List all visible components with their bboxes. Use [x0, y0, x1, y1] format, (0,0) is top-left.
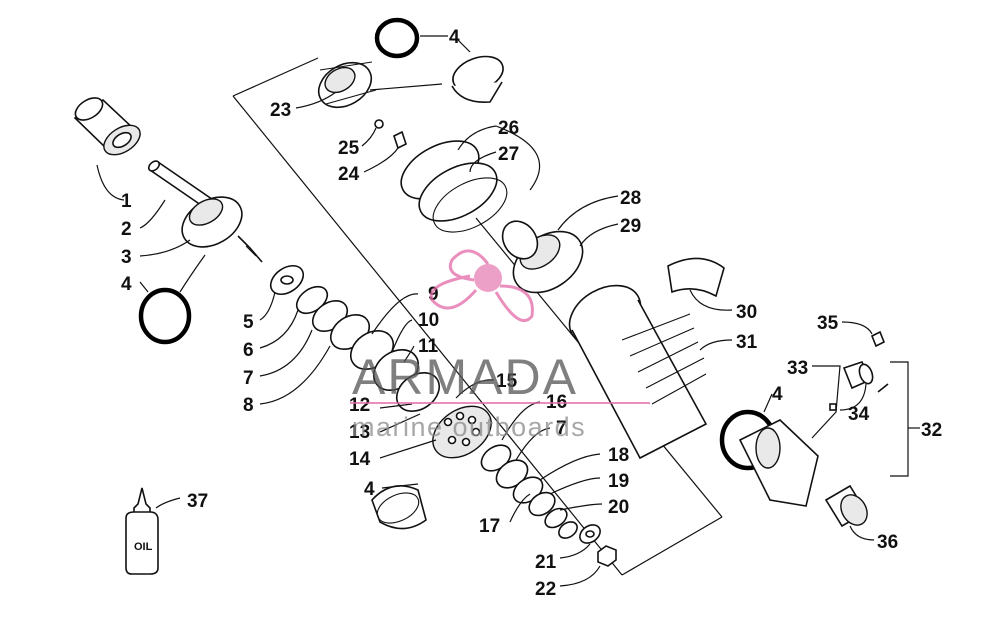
- part-reservoir-body: [568, 284, 708, 460]
- part-piston: [432, 405, 492, 459]
- callout-31: 31: [736, 332, 758, 353]
- part-reservoir-cap: [317, 61, 377, 109]
- part-bushing-top: [73, 97, 141, 156]
- callout-29: 29: [620, 216, 641, 237]
- callout-20: 20: [608, 497, 629, 518]
- callout-4b: 4: [449, 27, 460, 48]
- part-oring-left: [138, 287, 192, 345]
- callout-34: 34: [848, 404, 870, 425]
- callout-15: 15: [496, 371, 518, 392]
- part-valve-assembly: [829, 330, 889, 411]
- part-shaft-body: [181, 196, 263, 263]
- part-oil-bottle: OIL: [125, 487, 159, 575]
- assembly-bracket: [232, 57, 723, 576]
- part-valve-small: [374, 119, 407, 150]
- callout-4c: 4: [772, 384, 783, 405]
- part-adjuster-nuts: [501, 220, 584, 294]
- callout-25: 25: [338, 138, 360, 159]
- callout-4a: 4: [121, 274, 132, 295]
- callout-6: 6: [243, 340, 254, 361]
- part-shim-stack-lower: [480, 444, 578, 539]
- callout-37: 37: [187, 491, 208, 512]
- callout-17: 17: [479, 516, 500, 537]
- callout-36: 36: [877, 532, 898, 553]
- part-oring-top: [374, 17, 420, 59]
- part-shim-stack-upper: [269, 264, 441, 412]
- watermark-tagline: marine outboards: [352, 412, 586, 442]
- part-floating-piston: [400, 140, 508, 233]
- oil-bottle-label: OIL: [134, 541, 153, 553]
- callout-3: 3: [121, 247, 132, 268]
- leader-lines: [96, 35, 920, 587]
- callout-7b: 7: [556, 418, 567, 439]
- callout-33: 33: [787, 358, 808, 379]
- callout-23: 23: [270, 100, 291, 121]
- callout-28: 28: [620, 188, 641, 209]
- callout-14: 14: [349, 449, 371, 470]
- part-band-top: [451, 55, 504, 103]
- watermark: ARMADA marine outboards: [350, 249, 650, 442]
- watermark-brand: ARMADA: [352, 349, 578, 405]
- part-piston-ring: [371, 484, 427, 530]
- callout-30: 30: [736, 302, 757, 323]
- callout-24: 24: [338, 164, 360, 185]
- callout-4d: 4: [364, 479, 375, 500]
- callout-32: 32: [921, 420, 942, 441]
- callout-9: 9: [428, 284, 439, 305]
- part-lower-body: [738, 419, 819, 507]
- callout-2: 2: [121, 219, 132, 240]
- callout-12: 12: [349, 395, 370, 416]
- part-washer-nut: [579, 524, 617, 567]
- part-bushing-bottom: [824, 484, 868, 528]
- callout-22: 22: [535, 579, 556, 600]
- callout-8: 8: [243, 395, 254, 416]
- callout-labels: 1 2 3 4 5 6 7 8 9 10 11 12 13 14 15 16 1…: [121, 27, 942, 600]
- callout-18: 18: [608, 445, 629, 466]
- callout-7a: 7: [243, 368, 254, 389]
- callout-13: 13: [349, 422, 370, 443]
- watermark-propeller-logo: [429, 249, 534, 322]
- callout-11: 11: [418, 336, 439, 357]
- callout-5: 5: [243, 312, 254, 333]
- callout-1: 1: [121, 191, 132, 212]
- callout-26: 26: [498, 118, 519, 139]
- callout-27: 27: [498, 144, 519, 165]
- callout-21: 21: [535, 552, 557, 573]
- callout-35: 35: [817, 313, 839, 334]
- callout-19: 19: [608, 471, 629, 492]
- callout-10: 10: [418, 310, 439, 331]
- part-spring-clip: [667, 257, 725, 298]
